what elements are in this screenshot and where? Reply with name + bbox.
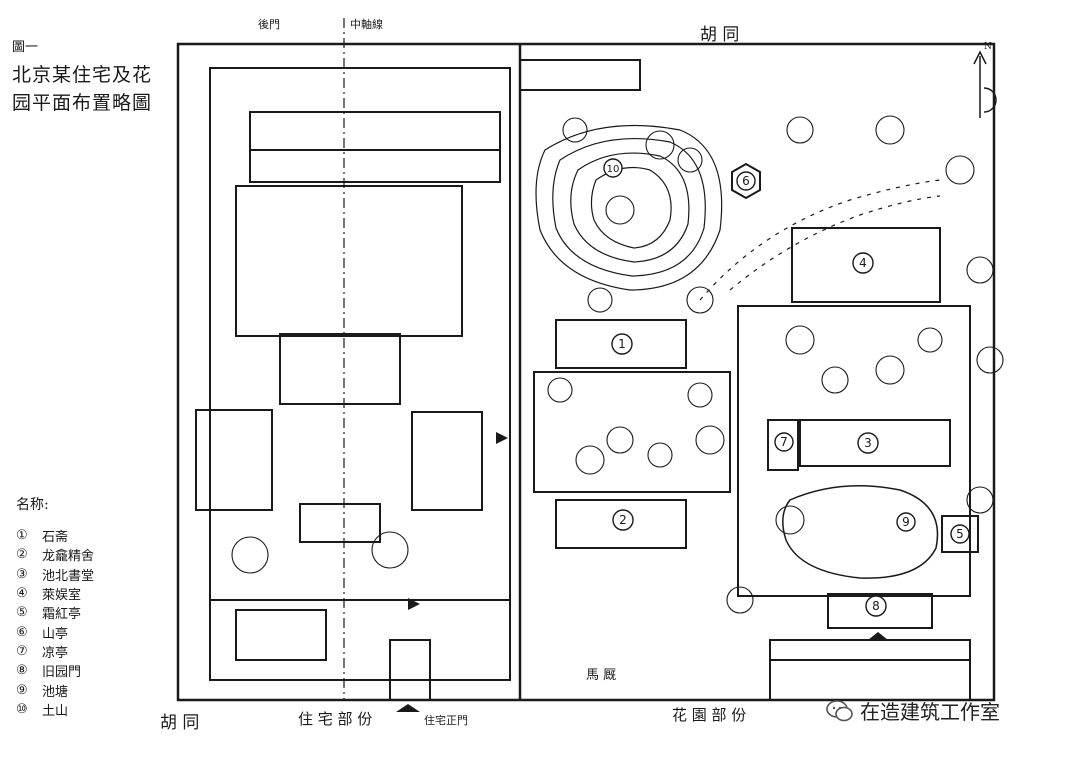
legend-item: ③ 池北書堂 [16, 565, 126, 584]
building-10-marker [603, 158, 623, 178]
hexagon-pavilion [731, 162, 761, 200]
building-1-outline [555, 319, 687, 369]
building-7-outline [767, 419, 799, 471]
legend-name: 凉亭 [42, 645, 69, 661]
building-2-outline [555, 499, 687, 549]
legend-num: ④ [16, 586, 28, 602]
legend-num: ⑦ [16, 643, 28, 659]
legend-list: ① 石斋 ② 龙龕精舍 ③ 池北書堂 ④ 萊娱室 ⑤ 霜紅亭 ⑥ 山亭 ⑦ 凉亭 ⑧ 旧园門 ⑨… [16, 526, 126, 719]
building-5-number: 5 [956, 527, 964, 541]
stable-label: 馬 厩 [586, 668, 617, 683]
earth-mound [535, 124, 723, 291]
building-5-outline [941, 515, 979, 553]
watermark-text: 在造建筑工作室 [860, 700, 1000, 724]
legend-heading: 名称: [16, 497, 49, 513]
gate-court [235, 609, 327, 661]
legend-item: ④ 萊娱室 [16, 584, 126, 603]
building-8-outline [827, 593, 933, 629]
building-2-number: 2 [619, 513, 627, 527]
legend-num: ⑨ [16, 682, 28, 698]
building-7-marker [774, 432, 794, 452]
legend-name: 石斋 [42, 530, 69, 546]
legend-num: ⑤ [16, 605, 28, 621]
figure-title-line2: 园平面布置略圖 [12, 92, 153, 114]
stable-block [769, 639, 971, 701]
building-5-marker [950, 524, 970, 544]
wechat-icon [826, 699, 853, 721]
legend-num: ③ [16, 566, 28, 582]
residence-part-label: 住 宅 部 份 [298, 710, 373, 728]
main-gate-label: 住宅正門 [424, 714, 468, 727]
building-3-outline [799, 419, 951, 467]
rear-hall [249, 111, 501, 183]
alley-top-label: 胡 同 [700, 25, 740, 45]
legend-item: ⑨ 池塘 [16, 680, 126, 700]
legend-item: ② 龙龕精舍 [16, 545, 126, 564]
front-hall [299, 503, 381, 543]
building-6-number: 6 [742, 174, 750, 188]
east-garden-enclosure [737, 305, 971, 597]
legend-name: 萊娱室 [42, 588, 82, 604]
building-3-number: 3 [864, 436, 872, 450]
legend-name: 龙龕精舍 [42, 549, 95, 565]
building-3-marker [857, 432, 879, 454]
building-10-number: 10 [607, 164, 620, 175]
legend-item: ⑩ 土山 [16, 700, 126, 719]
legend-num: ② [16, 547, 28, 563]
legend-name: 土山 [42, 703, 69, 719]
building-8-number: 8 [872, 599, 880, 613]
pond-outline [782, 485, 939, 579]
garden-part-label: 花 園 部 份 [672, 706, 747, 724]
legend-name: 池塘 [42, 684, 69, 700]
east-wing [195, 409, 273, 511]
north-label: N [984, 42, 992, 52]
central-axis-label: 中軸線 [350, 18, 383, 31]
trees [231, 115, 1004, 614]
legend-item: ⑥ 山亭 [16, 622, 126, 642]
building-1-number: 1 [618, 337, 626, 351]
legend-num: ① [16, 528, 28, 544]
main-gate-house [389, 639, 431, 701]
figure-title-line1: 北京某住宅及花 [12, 64, 153, 86]
building-9-marker [896, 512, 916, 532]
legend-item: ⑧ 旧园門 [16, 661, 126, 680]
legend-name: 旧园門 [42, 665, 82, 681]
legend-num: ⑧ [16, 663, 28, 679]
figure-label: 圖一 [12, 40, 39, 55]
legend-num: ⑩ [16, 701, 28, 717]
garden-courtyard [533, 371, 731, 493]
building-4-outline [791, 227, 941, 303]
building-9-number: 9 [902, 515, 910, 529]
building-1-marker [611, 333, 633, 355]
building-6-marker [736, 171, 756, 191]
back-gate-label: 後門 [258, 18, 280, 31]
watermark: 在造建筑工作室 [826, 696, 1000, 725]
entrance-arrows [396, 432, 888, 712]
building-7-number: 7 [780, 435, 788, 449]
north-outbuilding [519, 59, 641, 91]
main-hall [279, 333, 401, 405]
building-4-marker [852, 252, 874, 274]
legend-name: 山亭 [42, 626, 69, 642]
alley-bottom-label: 胡 同 [160, 713, 200, 733]
legend-item: ⑤ 霜紅亭 [16, 603, 126, 622]
legend-item: ⑦ 凉亭 [16, 642, 126, 661]
residence-compound [209, 67, 511, 681]
legend-num: ⑥ [16, 624, 28, 640]
building-4-number: 4 [859, 256, 867, 270]
west-wing [411, 411, 483, 511]
building-8-marker [865, 595, 887, 617]
legend-name: 霜紅亭 [42, 607, 82, 623]
building-2-marker [612, 509, 634, 531]
legend-item: ① 石斋 [16, 526, 126, 545]
legend-name: 池北書堂 [42, 568, 95, 584]
inner-courtyard [235, 185, 463, 337]
